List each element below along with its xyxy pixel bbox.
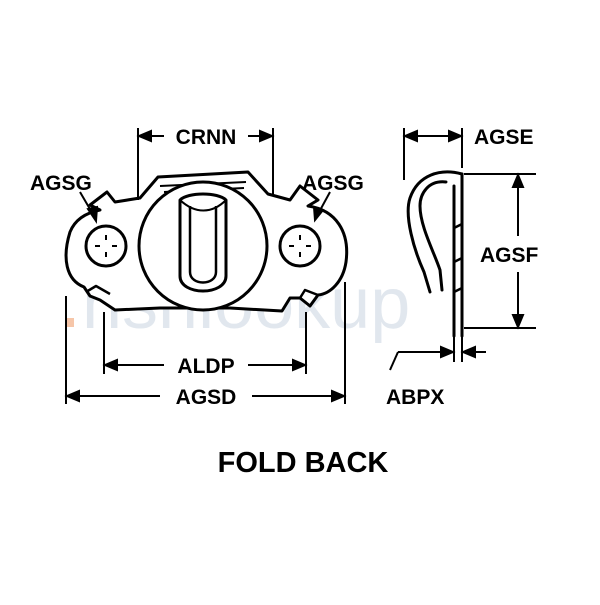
dim-agsd [64, 282, 347, 404]
hook-u-shape [178, 192, 228, 293]
side-profile-outer [406, 170, 464, 294]
dim-agse [402, 128, 464, 180]
label-agsg-left: AGSG [30, 172, 92, 195]
label-agsg-right: AGSG [302, 172, 364, 195]
watermark-dot [66, 318, 74, 327]
label-agse: AGSE [474, 126, 534, 149]
label-aldp: ALDP [177, 355, 234, 378]
label-agsd: AGSD [176, 386, 237, 409]
label-abpx: ABPX [386, 386, 444, 409]
dim-crnn [136, 128, 275, 200]
side-profile-inner [418, 180, 448, 292]
dim-agsg-right [312, 191, 331, 223]
dim-abpx [389, 336, 486, 371]
dim-agsg-left [79, 191, 99, 224]
side-tabs [452, 222, 464, 294]
label-crnn: CRNN [176, 126, 237, 149]
side-back-plate [452, 172, 464, 338]
left-notch [85, 284, 111, 296]
side-view [406, 170, 464, 338]
caption-fold-back: FOLD BACK [218, 447, 389, 479]
label-agsf: AGSF [480, 244, 539, 267]
dim-agsf [464, 172, 536, 330]
left-screw-hole [84, 224, 128, 268]
right-notch [298, 288, 319, 299]
hook-inner [188, 206, 218, 284]
right-screw-hole [278, 224, 322, 268]
front-view [64, 170, 349, 313]
dim-aldp [102, 312, 308, 374]
hook-top-curve [179, 199, 227, 212]
